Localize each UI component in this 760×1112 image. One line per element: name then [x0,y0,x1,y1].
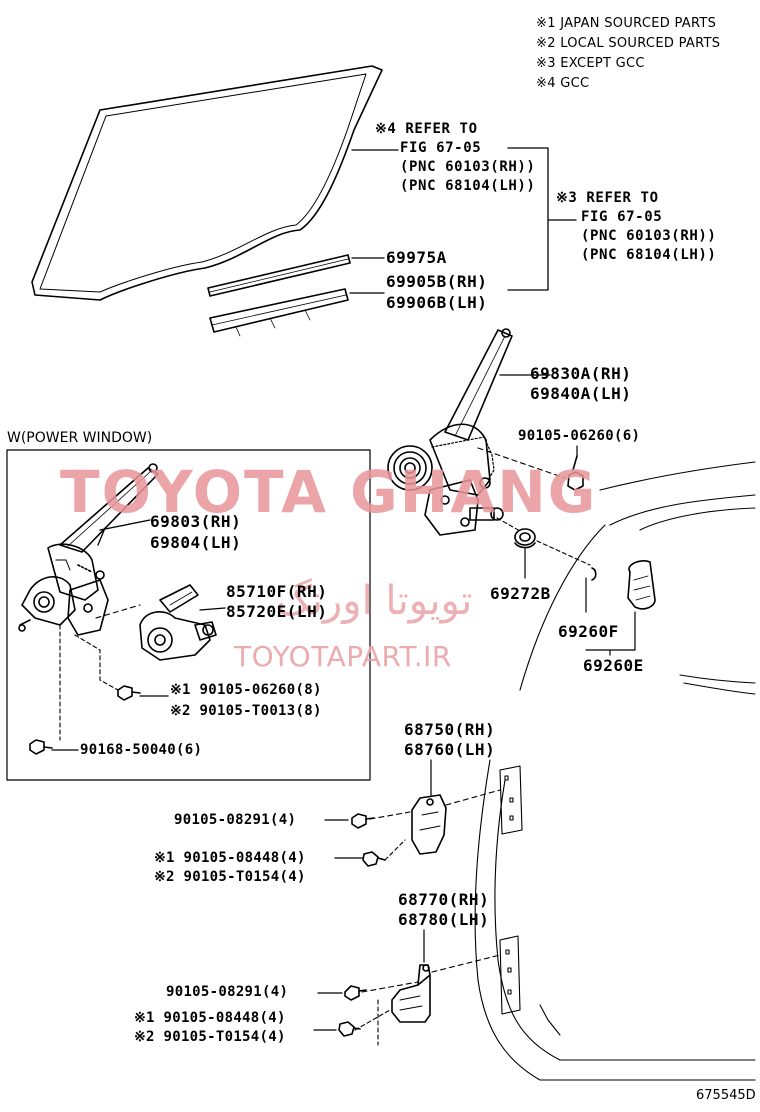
part-label-69975A[interactable]: 69975A [386,248,447,267]
part-label-69803[interactable]: 69803(RH) [150,512,242,531]
part-label-69840A[interactable]: 69840A(LH) [530,384,632,403]
part-label-69906B[interactable]: 69906B(LH) [386,293,488,312]
part-label-90105-06260-6[interactable]: 90105-06260(6) [518,428,641,444]
part-label-68780[interactable]: 68780(LH) [398,910,490,929]
part-label-90105-06260-8[interactable]: ※1 90105-06260(8) [170,682,322,698]
hinge-lower [338,929,501,1046]
refer-note-except-gcc-line3: (PNC 60103(RH)) [581,228,717,244]
washer-69272B [496,517,591,579]
regulator-manual [387,328,551,536]
weatherstrip-69975A [207,254,351,297]
pw-screw-8 [117,685,169,701]
legend-item-2: ※2 LOCAL SOURCED PARTS [536,36,721,51]
hinge-upper [351,759,501,867]
part-label-90168-50040-6[interactable]: 90168-50040(6) [80,742,203,758]
refer-note-gcc-line1: ※4 REFER TO [375,121,478,137]
part-label-90105-08291-lower[interactable]: 90105-08291(4) [166,984,289,1000]
part-label-68770[interactable]: 68770(RH) [398,890,490,909]
refer-note-gcc-line3: (PNC 60103(RH)) [400,159,536,175]
part-label-90105-T0154-upper[interactable]: ※2 90105-T0154(4) [154,869,306,885]
power-window-box [6,449,371,781]
legend-item-4: ※4 GCC [536,76,590,91]
part-label-69260E[interactable]: 69260E [583,656,644,675]
legend-item-3: ※3 EXCEPT GCC [536,56,645,71]
part-label-68760[interactable]: 68760(LH) [404,740,496,759]
refer-note-except-gcc-line2: FIG 67-05 [581,209,663,225]
refer-note-gcc-line4: (PNC 68104(LH)) [400,178,536,194]
part-label-69272B[interactable]: 69272B [490,584,551,603]
screw-90105-06260 [477,445,584,491]
part-label-69830A[interactable]: 69830A(RH) [530,364,632,383]
part-label-90105-T0154-lower[interactable]: ※2 90105-T0154(4) [134,1029,286,1045]
part-label-69260F[interactable]: 69260F [558,622,619,641]
power-window-title: W(POWER WINDOW) [7,430,153,446]
watermark-persian: تویوتا اورنگ [276,578,473,624]
part-label-90105-08291-upper[interactable]: 90105-08291(4) [174,812,297,828]
door-panel-outline [474,461,756,1081]
part-label-90105-T0013-8[interactable]: ※2 90105-T0013(8) [170,703,322,719]
refer-note-except-gcc-line1: ※3 REFER TO [556,190,659,206]
watermark-main: TOYOTA GHANG [60,458,598,526]
part-label-68750[interactable]: 68750(RH) [404,720,496,739]
window-motor [139,584,226,661]
refer-note-gcc-line2: FIG 67-05 [400,140,482,156]
pw-screw-6 [29,739,79,755]
part-label-90105-08448-upper[interactable]: ※1 90105-08448(4) [154,850,306,866]
part-label-90105-08448-lower[interactable]: ※1 90105-08448(4) [134,1010,286,1026]
refer-note-gcc: ※4 REFER TO FIG 67-05 (PNC 60103(RH)) (P… [375,120,535,196]
part-label-85710F[interactable]: 85710F(RH) [226,582,328,601]
legend-item-1: ※1 JAPAN SOURCED PARTS [536,16,717,31]
handle-69260E [585,560,656,656]
door-glass [31,65,383,301]
part-label-85720E[interactable]: 85720E(LH) [226,602,328,621]
weatherstrip-69905B [209,288,349,337]
regulator-power [18,463,159,741]
figure-code: 675545D [696,1088,756,1103]
part-label-69804[interactable]: 69804(LH) [150,533,242,552]
refer-note-except-gcc: ※3 REFER TO FIG 67-05 (PNC 60103(RH)) (P… [556,189,716,265]
refer-note-except-gcc-line4: (PNC 68104(LH)) [581,247,717,263]
watermark-url: TOYOTAPART.IR [234,640,452,673]
part-label-69905B[interactable]: 69905B(RH) [386,272,488,291]
